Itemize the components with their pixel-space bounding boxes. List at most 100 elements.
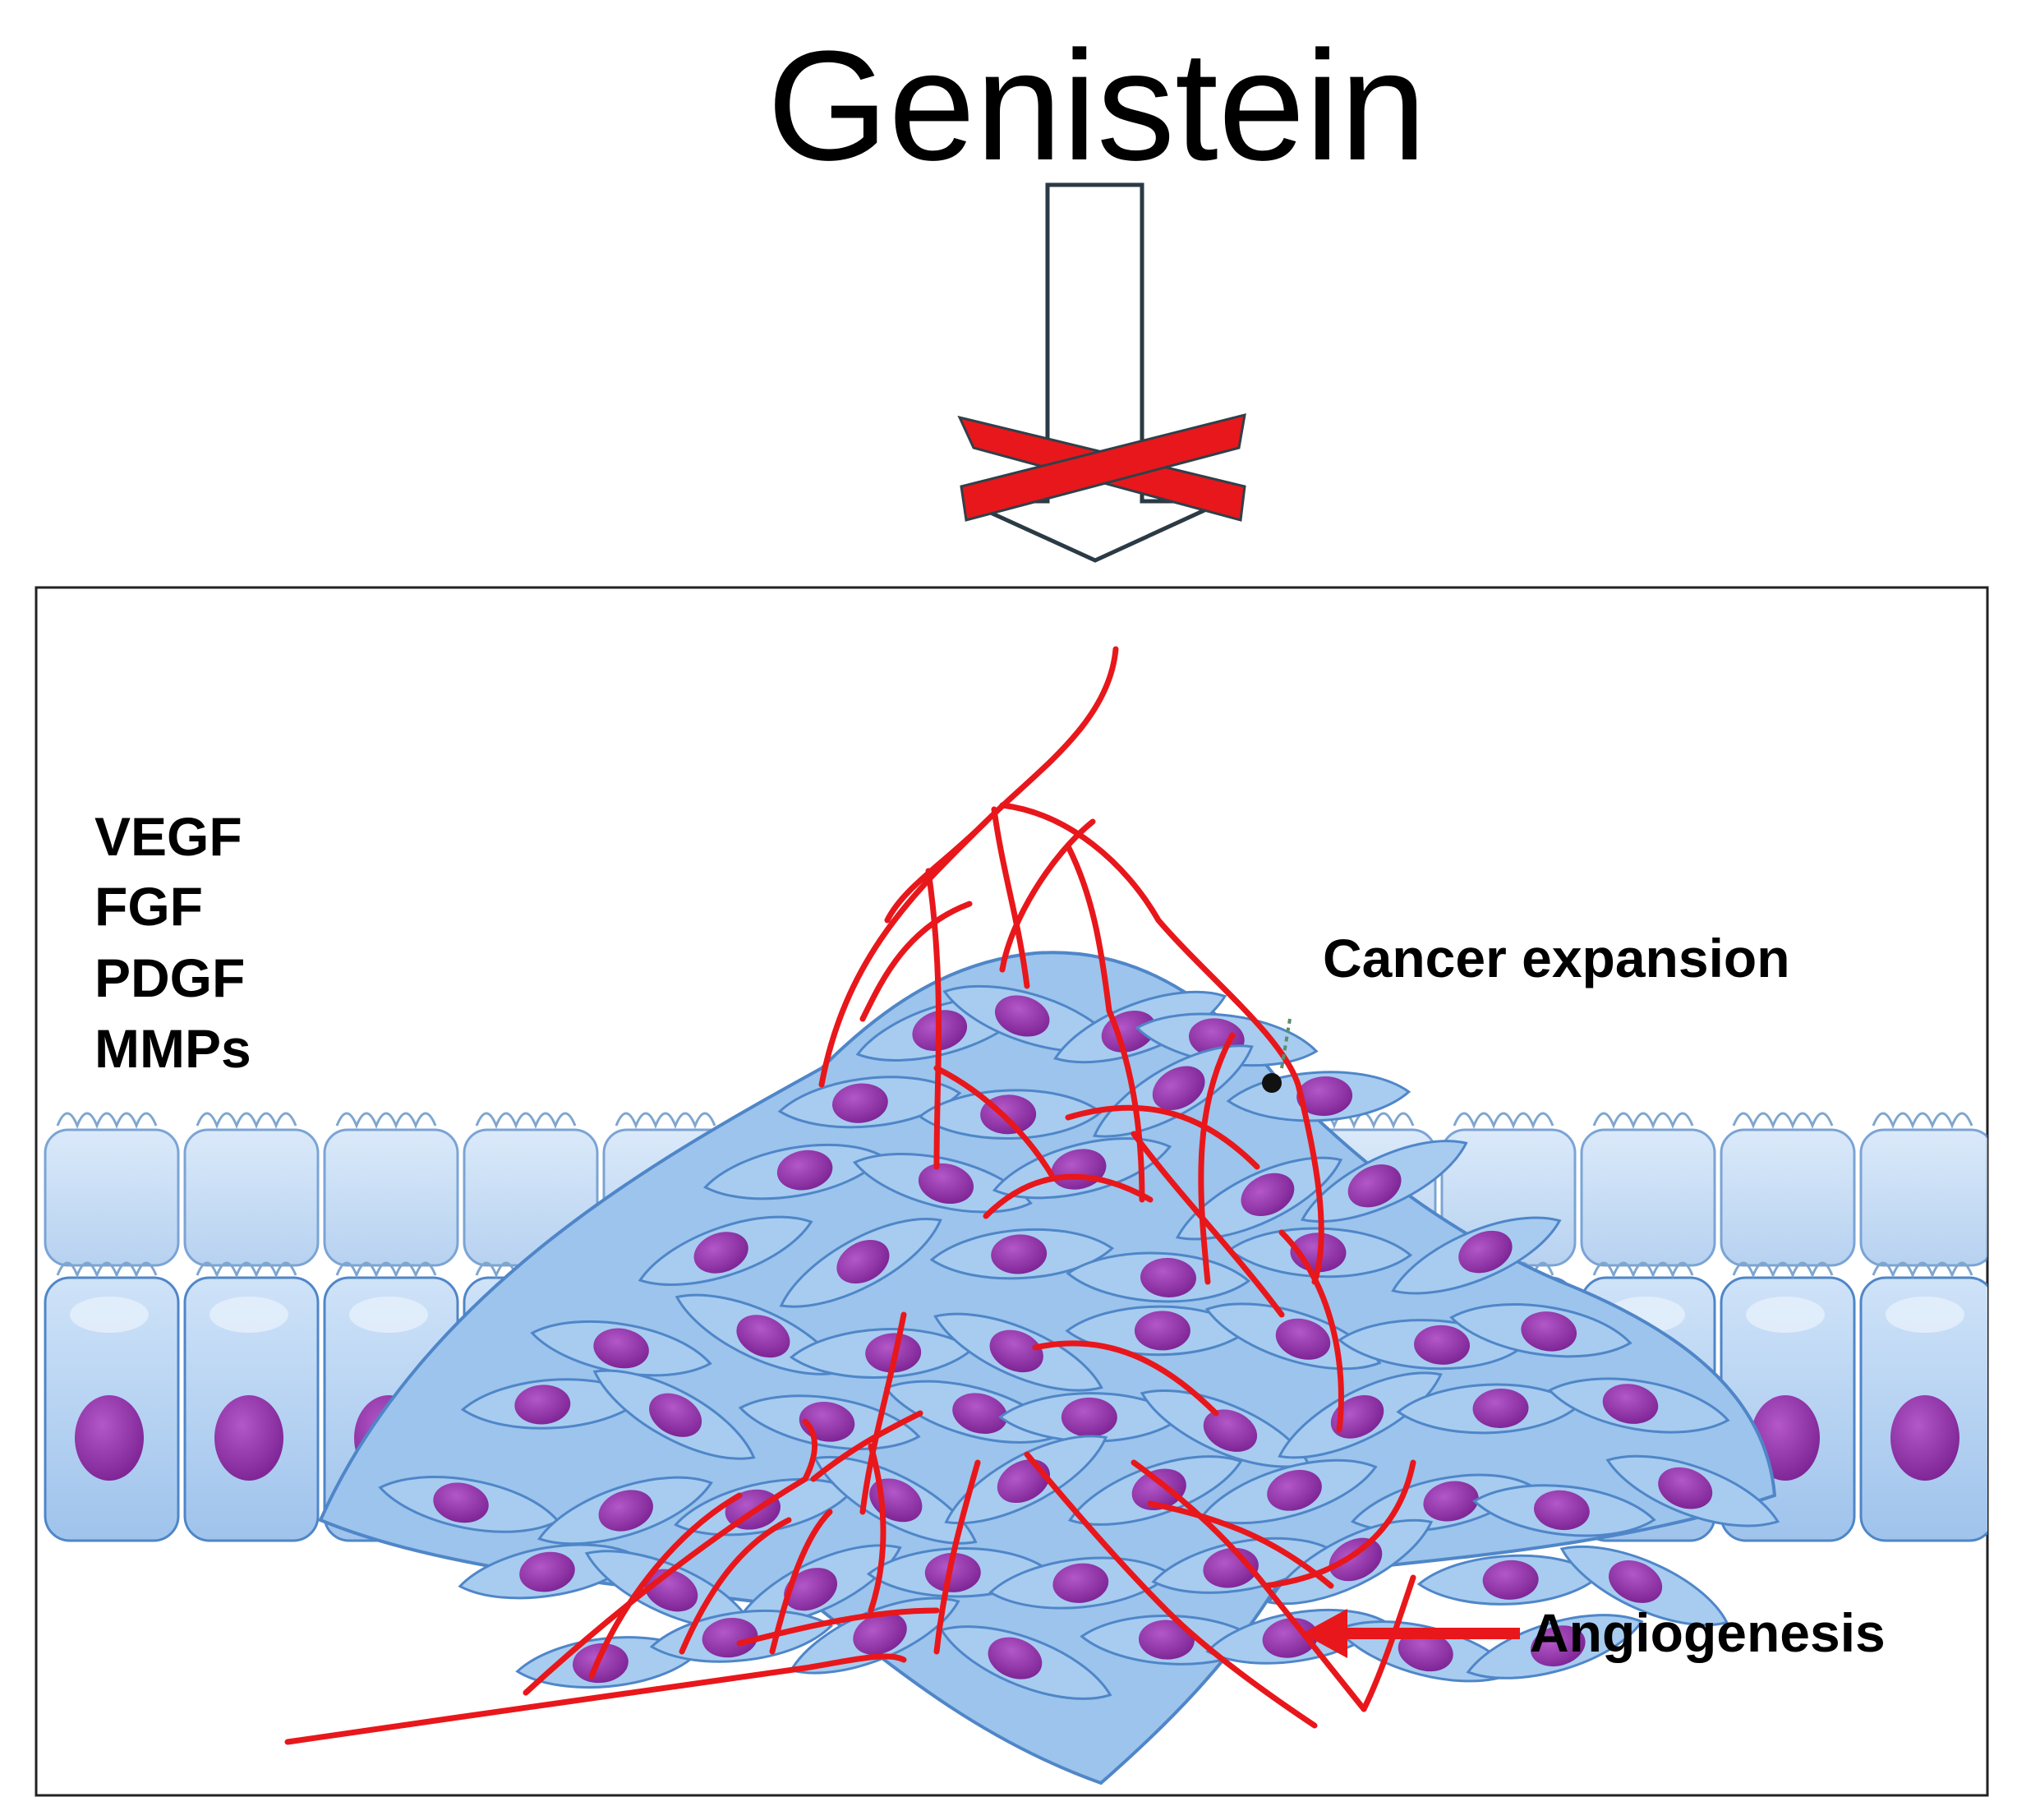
vacuole xyxy=(1746,1297,1825,1333)
factor-vegf: VEGF xyxy=(94,806,242,867)
nucleus xyxy=(1262,1618,1319,1658)
vessel xyxy=(859,1311,907,1515)
tumor-cell xyxy=(933,1312,1103,1392)
vessel xyxy=(925,868,942,1170)
epithelial-cell xyxy=(1720,1128,1856,1267)
nucleus xyxy=(831,1083,888,1123)
nucleus xyxy=(1275,1318,1331,1360)
tumor-cell xyxy=(777,1076,962,1129)
nucleus xyxy=(1296,1076,1353,1117)
nucleus xyxy=(1890,1395,1959,1481)
microvilli xyxy=(335,1112,437,1130)
epithelial-cell xyxy=(1580,1128,1716,1267)
nucleus xyxy=(693,1232,748,1274)
nucleus xyxy=(918,1163,974,1205)
nucleus xyxy=(1658,1467,1713,1509)
nucleus xyxy=(836,1240,890,1284)
vacuole xyxy=(349,1297,428,1333)
tumor-cell xyxy=(638,1215,813,1286)
nucleus xyxy=(573,1643,629,1684)
vessel xyxy=(1198,1032,1236,1285)
nucleus xyxy=(776,1150,833,1191)
microvilli xyxy=(56,1112,158,1130)
tumor-cell xyxy=(1267,1518,1434,1606)
nucleus xyxy=(1330,1394,1384,1439)
nucleus xyxy=(1329,1537,1383,1582)
tumor-cell xyxy=(779,1218,942,1308)
nucleus xyxy=(952,1393,1008,1434)
label-angiogenesis: Angiogenesis xyxy=(1530,1602,1886,1663)
vessel xyxy=(1032,1340,1219,1417)
tumor-cell xyxy=(592,1369,756,1460)
nucleus xyxy=(593,1328,649,1369)
tumor-cell xyxy=(1416,1554,1602,1606)
nucleus xyxy=(1134,1311,1190,1351)
nucleus xyxy=(1482,1560,1539,1600)
tumor-cell xyxy=(1559,1545,1729,1627)
epithelial-cell xyxy=(183,1128,320,1267)
epithelial-cell xyxy=(323,1128,459,1267)
microvilli xyxy=(1732,1112,1834,1130)
vessel xyxy=(284,1653,907,1745)
angiogenesis-arrow xyxy=(1302,1609,1520,1658)
nucleus xyxy=(853,1612,907,1655)
microvilli xyxy=(1592,1261,1694,1279)
nucleus xyxy=(1458,1230,1513,1274)
nucleus xyxy=(1398,1630,1453,1672)
microvilli xyxy=(1732,1261,1834,1279)
tumor-cell xyxy=(1605,1454,1780,1527)
vessel xyxy=(991,806,1030,989)
tumor-cell xyxy=(1449,1303,1632,1358)
tumor-cell xyxy=(537,1476,713,1546)
vessel xyxy=(983,1173,1154,1219)
nucleus xyxy=(1140,1257,1196,1297)
tumor-cell xyxy=(1472,1484,1656,1537)
vessel xyxy=(999,818,1096,973)
nucleus xyxy=(988,1637,1043,1679)
factor-fgf: FGF xyxy=(94,876,203,937)
tumor-cell xyxy=(1278,1371,1443,1459)
tumor-cell xyxy=(1396,1383,1582,1435)
nucleus xyxy=(1203,1409,1258,1452)
vessel xyxy=(1295,1081,1324,1285)
vessel xyxy=(859,901,973,1022)
nucleus xyxy=(736,1315,790,1358)
vessel xyxy=(1278,1229,1344,1433)
nucleus xyxy=(784,1568,838,1611)
vessel xyxy=(1147,1500,1334,1589)
factor-pdgf: PDGF xyxy=(94,947,246,1008)
nucleus xyxy=(519,1551,575,1592)
vessel xyxy=(769,1509,833,1655)
tumor-cell xyxy=(1200,1458,1378,1525)
tumor-cell xyxy=(789,1597,960,1675)
nucleus xyxy=(1414,1325,1471,1365)
label-cancer-expansion: Cancer expansion xyxy=(1323,928,1790,988)
nucleus xyxy=(433,1482,489,1523)
vessel xyxy=(1024,1451,1318,1729)
nucleus xyxy=(1052,1563,1109,1603)
inhibition-cross-icon xyxy=(957,412,1246,522)
nucleus xyxy=(1061,1397,1117,1437)
tumor-cell xyxy=(1300,1140,1468,1223)
nucleus xyxy=(702,1617,758,1658)
epithelial-cell xyxy=(44,1128,180,1267)
microvilli xyxy=(475,1112,577,1130)
vessel xyxy=(1361,1574,1416,1712)
nucleus xyxy=(1241,1173,1295,1217)
vessel xyxy=(523,1418,818,1696)
tumor-cell xyxy=(1547,1377,1730,1434)
tumor-cell xyxy=(1391,1216,1562,1295)
microvilli xyxy=(615,1112,716,1130)
tumor-cell xyxy=(1135,1012,1319,1067)
microvilli xyxy=(196,1261,297,1279)
vessel xyxy=(933,1065,1055,1178)
nucleus xyxy=(1152,1066,1205,1111)
nucleus xyxy=(1347,1164,1402,1208)
nucleus xyxy=(649,1393,702,1437)
nucleus xyxy=(1472,1388,1529,1428)
tumor-cell xyxy=(530,1320,712,1377)
vessel xyxy=(999,802,1301,1088)
vessel xyxy=(1131,1131,1285,1318)
